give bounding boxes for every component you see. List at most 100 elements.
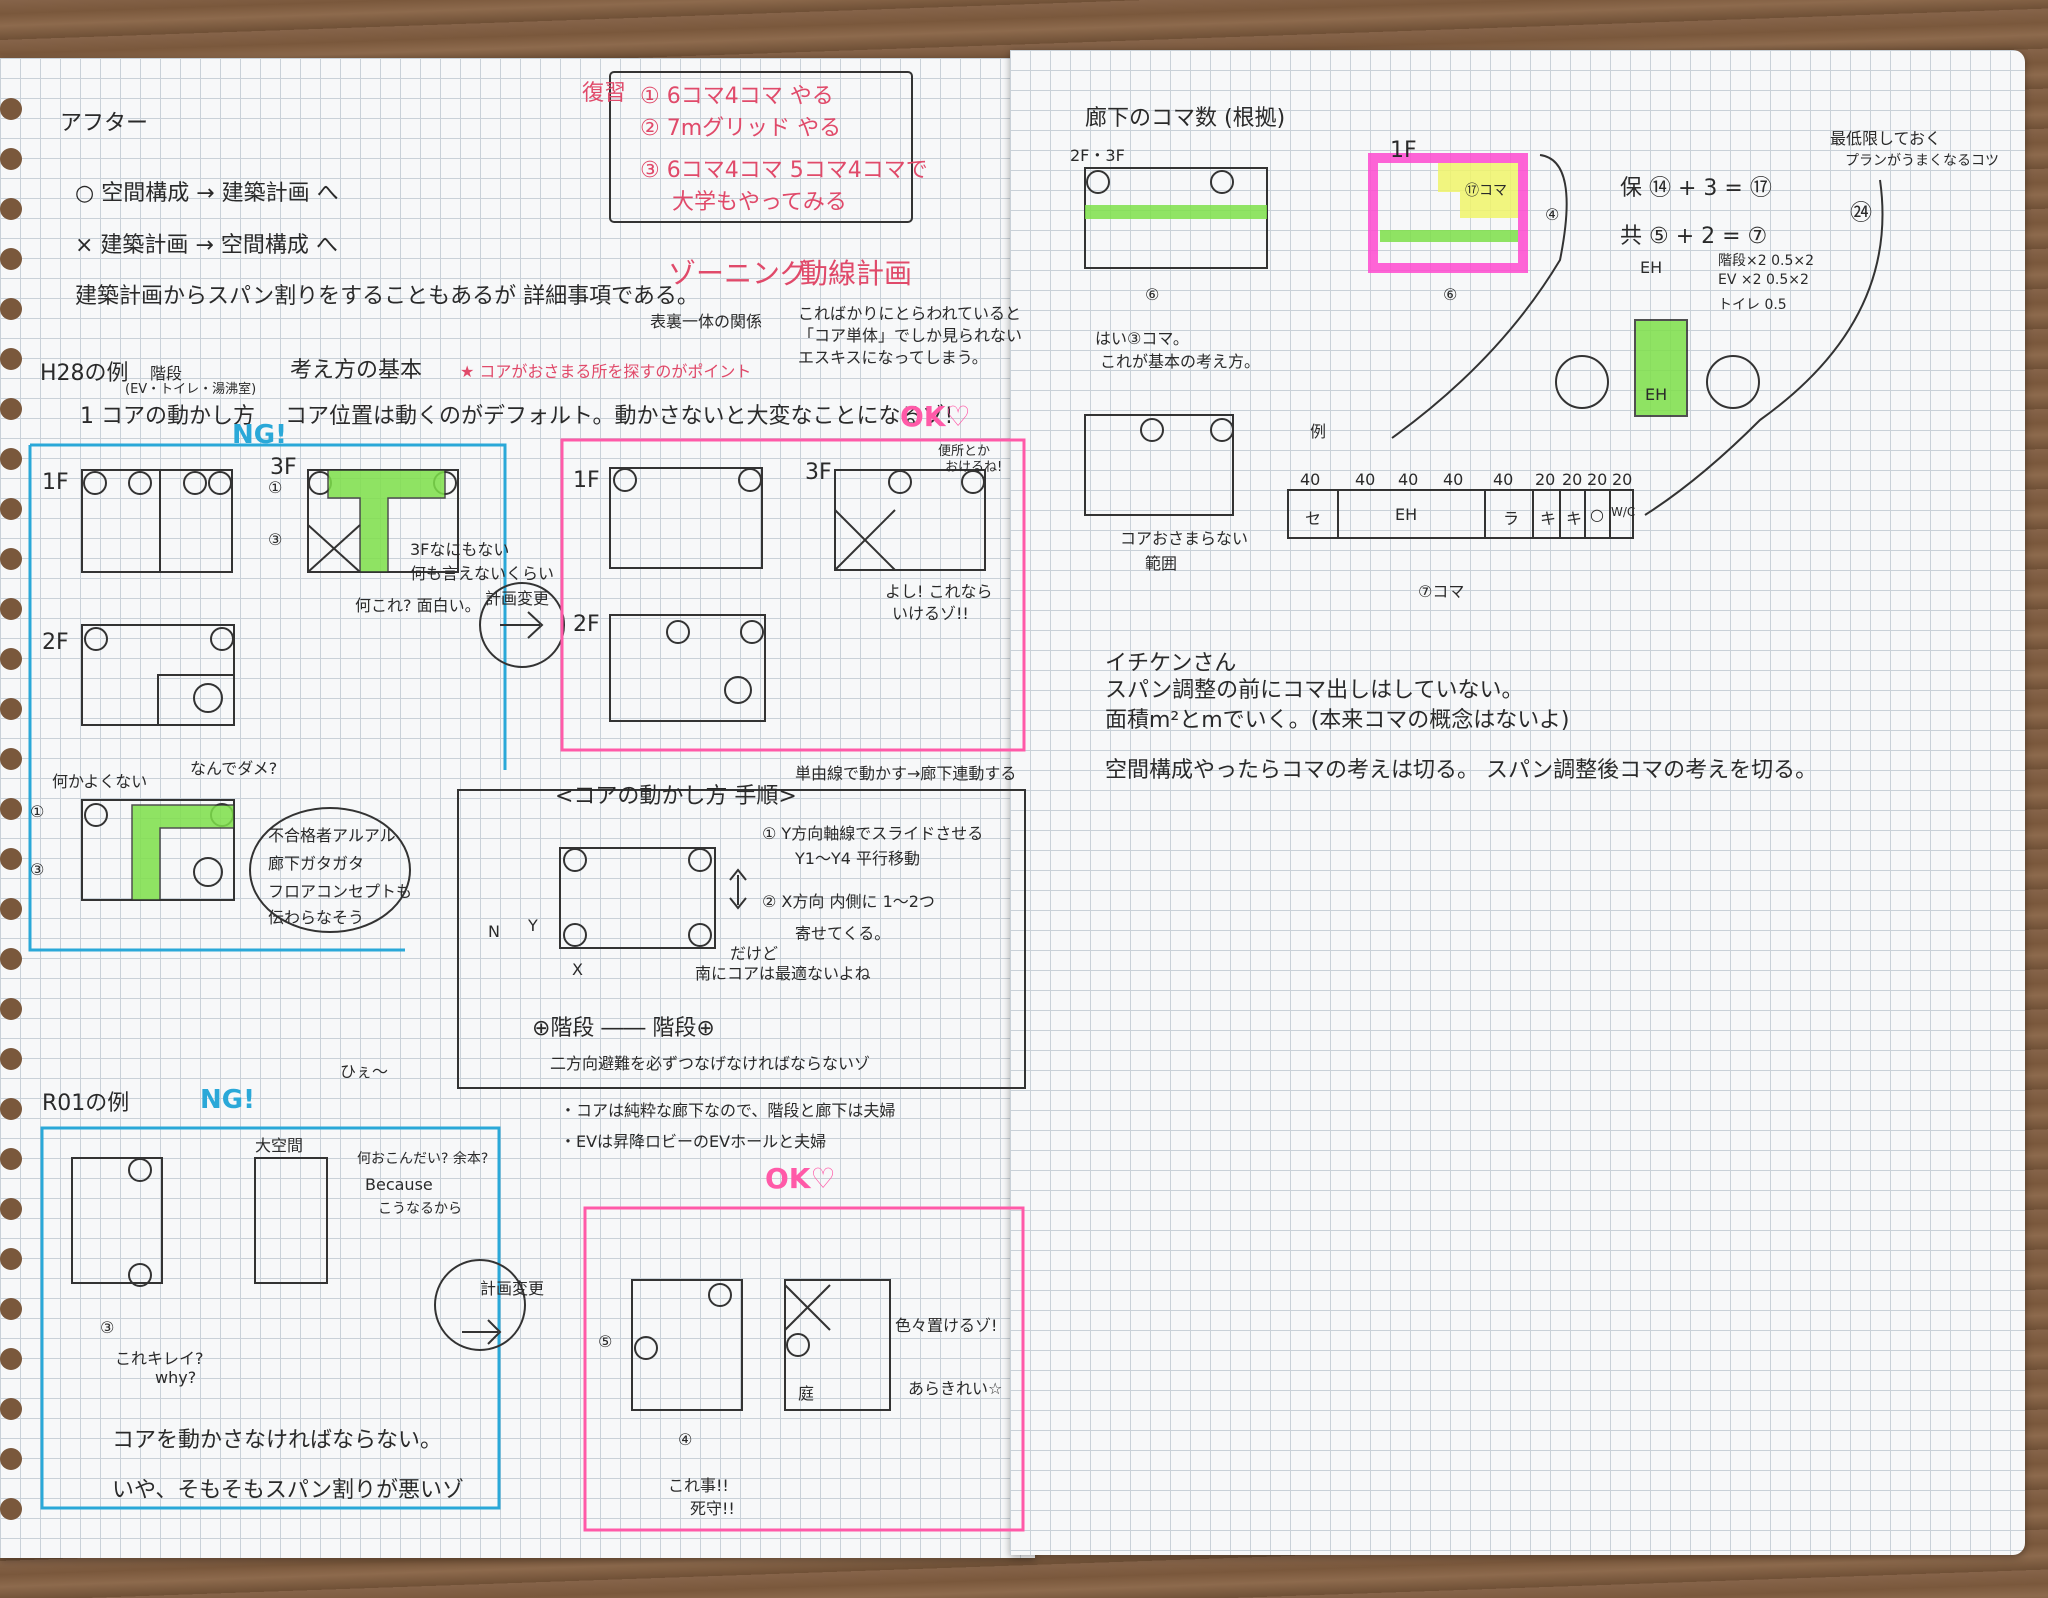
point-note: ★ コアがおさまる所を探すのがポイント (460, 362, 752, 381)
bubble-note: 伝わらなそう (268, 908, 365, 927)
nanika-note: 何かよくない (52, 772, 148, 791)
binder-hole (0, 1398, 22, 1420)
koma-count: ① (30, 802, 45, 821)
binder-hole (0, 1248, 22, 1270)
ok-stamp: OK♡ (765, 1162, 836, 1195)
review-heading: 復習 (582, 81, 627, 106)
strip-label: ○ (1590, 505, 1604, 524)
strip-num: 20 (1587, 470, 1608, 489)
strip-num: 40 (1443, 470, 1464, 489)
iya-note: いや、そもそもスパン割りが悪いゾ (112, 1478, 465, 1503)
binder-hole (0, 648, 22, 670)
benri-note: おけるね! (945, 460, 1003, 475)
binder-hole (0, 348, 22, 370)
binder-hole (0, 1448, 22, 1470)
hai-note: これが基本の考え方。 (1100, 352, 1261, 371)
yoshi-note: いけるゾ!! (892, 604, 969, 623)
tejun-sub: 単由線で動かす→廊下連動する (795, 764, 1017, 783)
hai-note: はい③コマ。 (1095, 329, 1189, 348)
koma-count: ③ (100, 1318, 115, 1337)
plan-core-range (1084, 414, 1234, 516)
binder-hole (0, 848, 22, 870)
rule-line: × 建築計画 → 空間構成 へ (75, 233, 338, 258)
ng-frame-r01 (40, 1126, 501, 1510)
note-3f: 何も言えないくらい (410, 564, 555, 583)
koreda-note: これ事!! (668, 1476, 729, 1495)
core-range-note: 範囲 (1145, 554, 1178, 573)
binder-hole (0, 1198, 22, 1220)
bullet-note: ・EVは昇降ロビーのEVホールと夫婦 (560, 1132, 827, 1151)
strip-17koma (1287, 489, 1634, 539)
koma-total: ⑦コマ (1418, 582, 1465, 601)
kaidan-line: ⊕階段 ―― 階段⊕ (532, 1016, 715, 1041)
binder-hole (0, 948, 22, 970)
binder-hole (0, 148, 22, 170)
binder-hole (0, 748, 22, 770)
bullet-note: ・コアは純粋な廊下なので、階段と廊下は夫婦 (560, 1101, 896, 1120)
strip-num: 40 (1493, 470, 1514, 489)
strip-num: 40 (1398, 470, 1419, 489)
note-3f: 何これ? 面白い。 (355, 596, 481, 615)
koma-count: ⑤ (598, 1332, 613, 1351)
strip-num: 40 (1355, 470, 1376, 489)
binder-hole (0, 98, 22, 120)
review-item: ① 6コマ4コマ やる (640, 84, 834, 109)
binder-hole (0, 898, 22, 920)
tejun-step: 寄せてくる。 (795, 924, 891, 943)
binder-hole (0, 248, 22, 270)
strip-label: セ (1305, 509, 1322, 528)
koma-count: ⑥ (1145, 285, 1160, 304)
koma-count: ① (268, 478, 283, 497)
henkou-label: 計画変更 (485, 589, 550, 608)
r01-note: Because (365, 1175, 433, 1194)
zoning-note: エスキスになってしまう。 (798, 348, 988, 367)
binder-hole (0, 1348, 22, 1370)
binder-hole (0, 398, 22, 420)
kaidan-sub: (EV・トイレ・湯沸室) (125, 382, 257, 397)
binder-hole (0, 1048, 22, 1070)
floor-label: 2F・3F (1070, 146, 1125, 165)
binder-hole (0, 1148, 22, 1170)
kihon-label: 考え方の基本 (290, 358, 423, 383)
right-notebook-page (1010, 50, 2025, 1555)
axis-x: X (572, 960, 583, 979)
ok-stamp: OK♡ (900, 400, 971, 433)
koreda-note: 死守!! (690, 1499, 735, 1518)
bubble-note: 不合格者アルアル (268, 826, 396, 845)
r01-note: こうなるから (378, 1201, 462, 1217)
strip-num: 20 (1535, 470, 1556, 489)
omote-label: 表裏一体の関係 (650, 312, 763, 331)
sum-line: 保 ⑭ + 3 = ⑰ (1620, 176, 1772, 201)
binder-hole (0, 698, 22, 720)
ng-stamp: NG! (232, 420, 287, 450)
rule-line: 建築計画からスパン割りをすることもあるが 詳細事項である。 (75, 284, 699, 309)
breakdown: EV ×2 0.5×2 (1718, 272, 1809, 288)
binder-hole (0, 798, 22, 820)
review-item: 大学もやってみる (672, 190, 847, 215)
koma-count: ③ (30, 860, 45, 879)
yoshi-note: よし! これなら (885, 582, 993, 601)
right-title: 廊下のコマ数 (根拠) (1085, 106, 1286, 131)
binder-hole (0, 598, 22, 620)
rei-label: 例 (1310, 422, 1327, 441)
core-move-note: コア位置は動くのがデフォルト。動かさないと大変なことになるゾ! (285, 404, 954, 429)
floor-label: 3F (270, 455, 297, 480)
nanode-note: なんでダメ? (190, 759, 278, 778)
henkou-label: 計画変更 (480, 1279, 545, 1298)
kirei-note: why? (155, 1368, 197, 1387)
niwa-label: 庭 (798, 1384, 815, 1403)
ichiken-name: イチケンさん (1105, 651, 1237, 676)
review-box (609, 71, 913, 223)
bubble-note: フロアコンセプトも (268, 882, 413, 901)
total-24: ㉔ (1850, 201, 1873, 226)
ok-frame-h28 (560, 438, 1026, 752)
zoning-note: こればかりにとらわれていると (798, 304, 1022, 323)
r01-note: 何おこんだい? 余本? (357, 1151, 489, 1167)
nihoukou-note: 二方向避難を必ずつなげなければならないゾ (550, 1054, 871, 1073)
floor-label: 1F (573, 468, 600, 493)
strip-label: W/C (1611, 505, 1636, 519)
breakdown: トイレ 0.5 (1718, 297, 1787, 313)
ugokasu-note: コアを動かさなければならない。 (112, 1428, 443, 1453)
binder-hole (0, 498, 22, 520)
core-range-note: コアおさまらない (1120, 529, 1249, 548)
